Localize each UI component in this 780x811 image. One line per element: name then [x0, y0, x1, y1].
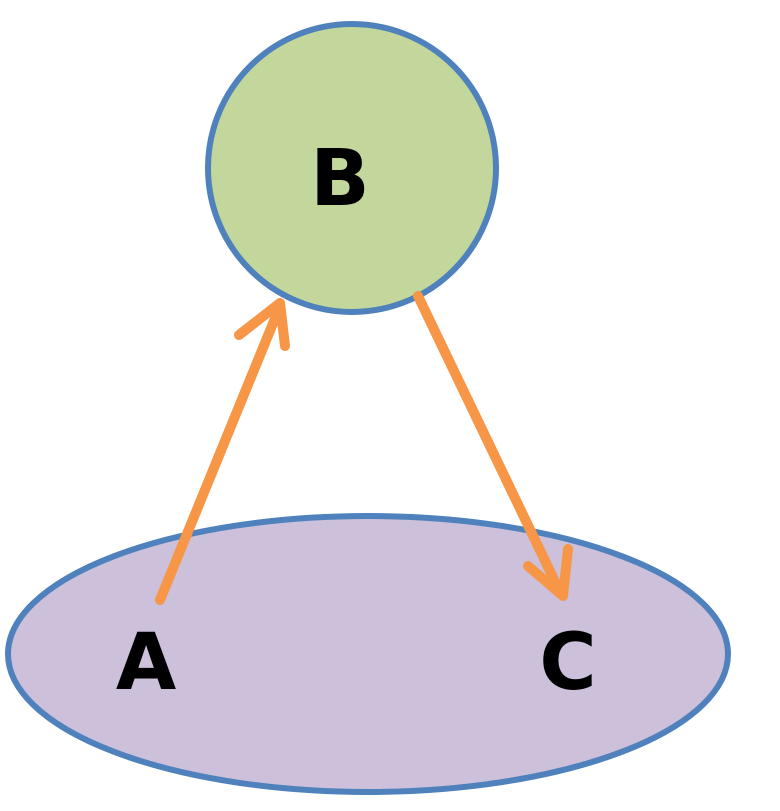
- edge-a-to-b-line: [155, 311, 281, 605]
- node-b-label: B: [310, 134, 369, 224]
- node-b-circle: [205, 21, 499, 315]
- edge-a-to-b-arrowhead: [234, 298, 290, 351]
- edge-b-to-c: [413, 291, 573, 601]
- edge-b-to-c-arrowhead: [523, 544, 573, 601]
- edge-b-to-c-line: [413, 291, 565, 597]
- edge-a-to-b: [155, 298, 290, 605]
- point-a-label: A: [116, 618, 176, 708]
- point-c-label: C: [539, 618, 596, 708]
